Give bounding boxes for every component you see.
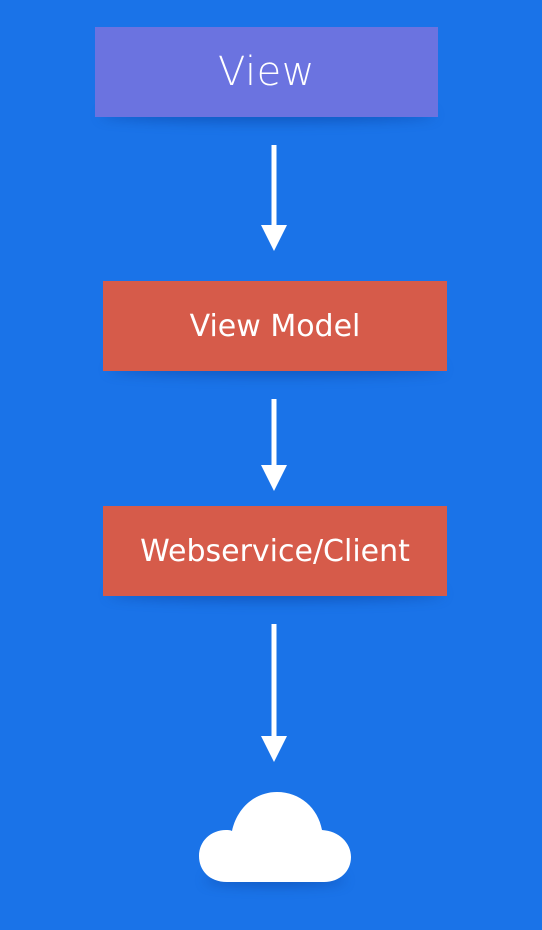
view-box: View xyxy=(95,27,438,117)
arrow-webservice-to-cloud xyxy=(261,624,287,762)
arrow-viewmodel-to-webservice xyxy=(261,399,287,491)
arrow-view-to-viewmodel xyxy=(261,145,287,251)
view-model-box: View Model xyxy=(103,281,447,371)
cloud-icon xyxy=(199,792,351,882)
webservice-client-box: Webservice/Client xyxy=(103,506,447,596)
